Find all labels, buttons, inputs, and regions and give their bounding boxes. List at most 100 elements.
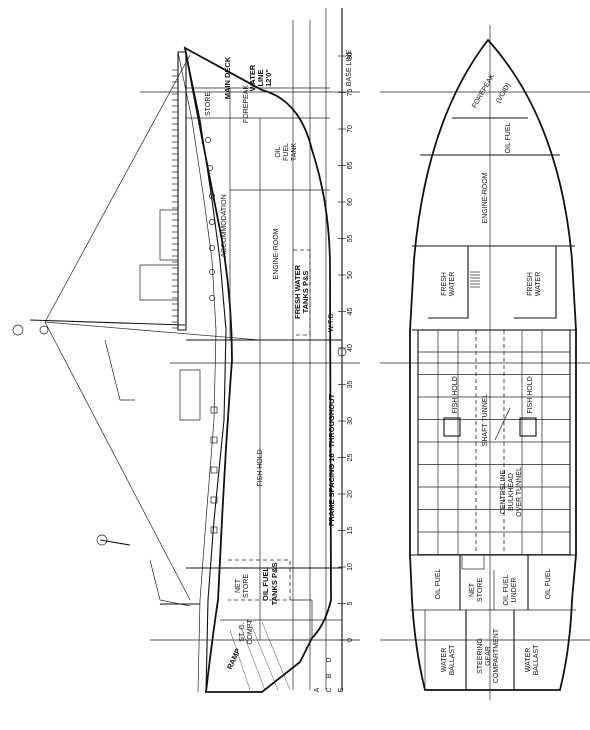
aft-letter: D [326,657,333,662]
frame-number: 70 [347,125,354,133]
plan-water-ballast-stbd-label-2: BALLAST [533,644,540,675]
aft-letter: B [326,673,333,678]
porthole-icon [209,219,215,225]
plan-steering-gear-label-2: GEAR [485,646,492,666]
plan-fresh-water-stbd-label: FRESH [527,272,534,296]
frame-number: 25 [347,454,354,462]
mast [29,319,186,326]
frame-number: 10 [347,563,354,571]
plan-fresh-water-port-label-2: WATER [449,272,456,297]
steering-compartment-label: ST. G. [239,622,246,642]
frame-number: 80 [347,52,354,60]
oil-fuel-tanks-label: OIL FUEL [261,567,270,601]
derrick-boom [99,539,131,546]
plan-shaft-tunnel-label: SHAFT TUNNEL [482,394,489,447]
fresh-water-tank-outline [293,249,311,336]
fore-stay [44,54,191,323]
frame-number: 5 [347,601,354,605]
water-line-label: WATER [248,64,257,91]
plan-ladder-icon [470,271,480,288]
plan-net-store-label: NET [469,582,476,597]
plan-view: FOREPEAK (VOID) OIL FUEL ENGINE-ROOM FRE… [380,25,590,700]
plan-fish-hold-stbd-label: FISH HOLD [527,376,534,413]
plan-centreline-label-2: BULKHEAD [508,473,515,511]
plan-engine-room-label: ENGINE-ROOM [482,172,489,223]
block-icon [96,534,108,546]
hatch-window-icon [210,496,218,504]
plan-oil-fuel-under-label-2: UNDER [511,578,518,603]
net-store-label: NET [235,578,242,593]
plan-steering-gear-label-3: COMPARTMENT [493,628,500,683]
oil-fuel-tanks-label-2: TANKS P&S [270,563,279,606]
aft-letter: E [338,687,345,692]
frame-number: 40 [347,344,354,352]
frame-number: 50 [347,271,354,279]
porthole-icon [209,269,215,275]
fresh-water-tanks-label: FRESH WATER [293,264,302,319]
forepeak-label: FOREPEAK [243,85,250,123]
plan-centreline-label: CENTRELINE [500,469,507,514]
engine-room-label: ENGINE-ROOM [273,228,280,279]
frame-number: 35 [347,381,354,389]
plan-leader-line [494,407,511,441]
hatch-window-icon [210,526,218,534]
porthole-icon [209,295,215,301]
hull-outline [183,46,332,693]
bulwark-line [177,51,217,693]
plan-fresh-water-stbd [514,245,557,319]
plan-oil-fuel-under-label: OIL FUEL [503,574,510,605]
plan-tunnel-end [461,554,485,570]
hold-grid-frame [417,329,571,556]
net-store-label-2: STORE [243,574,250,598]
wheelhouse-outline [177,51,187,331]
bridge-block [159,209,179,261]
aft-stay [44,321,191,601]
plan-hatch-port [443,417,461,437]
water-line-label-2: LINE [256,69,265,86]
hatch-window-icon [210,466,218,474]
accommodation-label: ACCOMMODATION [221,194,228,257]
wtb-label: W.T.B. [328,312,335,332]
deck-hatch [179,369,201,421]
ramp-hatching [229,621,291,691]
plan-fresh-water-port-label: FRESH [441,272,448,296]
plan-water-ballast-port-label: WATER [441,648,448,673]
plan-hatch-stbd [519,417,537,437]
hatch-window-icon [210,436,218,444]
radar-icon [39,325,49,335]
porthole-icon [207,165,213,171]
fresh-water-tanks-label-2: TANKS P&S [301,271,310,314]
hatch-window-icon [210,406,218,414]
plan-void-label: (VOID) [495,82,512,104]
plan-fresh-water-stbd-label-2: WATER [535,272,542,297]
plan-centreline-label-3: OVER TUNNEL [516,467,523,517]
water-line-depth: 12'0" [264,69,273,87]
portholes [205,137,218,534]
plan-oil-fuel-fwd-label: OIL FUEL [505,122,512,153]
frame-number: 55 [347,235,354,243]
aft-letter: A [314,687,321,692]
mast-house [139,264,179,301]
frame-number: 15 [347,527,354,535]
steering-compartment-label-2: COMPT [247,619,254,645]
railings [172,69,178,329]
oil-fuel-tank-label-3: TANK [291,143,298,161]
frame-number: 75 [347,89,354,97]
frame-spacing-label: FRAME SPACING 18" THROUGHOUT [327,394,336,527]
plan-fish-hold-port-label: FISH HOLD [452,376,459,413]
plan-water-ballast-stbd-label: WATER [525,648,532,673]
plan-net-store-label-2: STORE [477,578,484,602]
frame-number: 65 [347,162,354,170]
plan-water-ballast-port-label-2: BALLAST [449,644,456,675]
store-label: STORE [205,92,212,116]
frame-number: 60 [347,198,354,206]
main-deck-label: MAIN DECK [223,56,232,99]
plan-hull-outline [409,38,577,691]
base-line-label: BASE LINE [346,50,353,87]
plan-oil-fuel-port-label: OIL FUEL [435,568,442,599]
plan-steering-gear-label: STEERING [477,638,484,674]
plan-shaft-tunnel [475,330,505,555]
